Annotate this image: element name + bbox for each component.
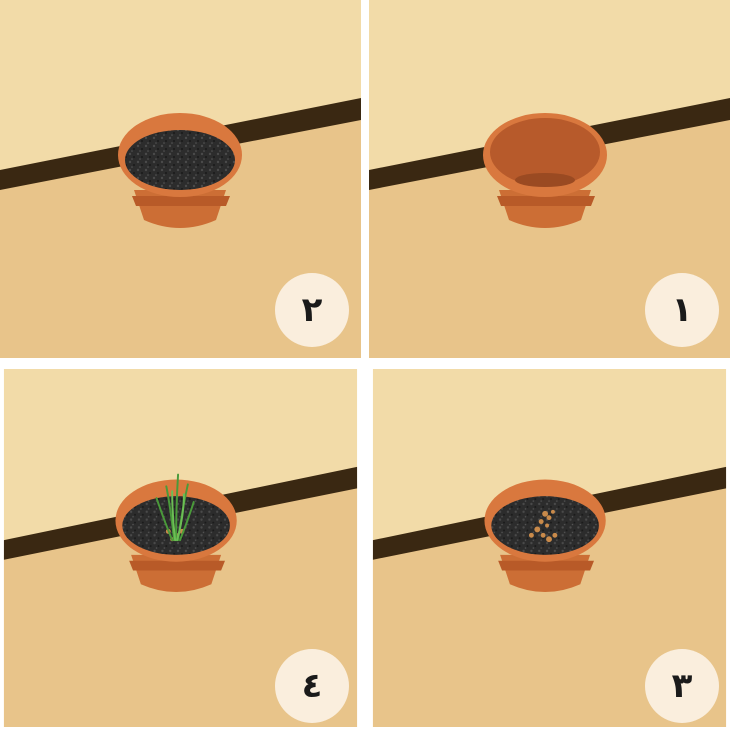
step-3-panel: ٣: [369, 369, 730, 727]
pot-icon: [484, 479, 606, 593]
step-4-panel: ٤: [0, 369, 361, 727]
step-number-badge: ٣: [645, 649, 719, 723]
step-number-badge: ٢: [275, 273, 349, 347]
seeds-icon: [528, 509, 558, 543]
sprout-icon: [155, 473, 195, 542]
soil: [125, 130, 235, 190]
empty-pot-scene: [369, 0, 730, 358]
pot-icon: [118, 113, 242, 228]
step-2-panel: ٢: [0, 0, 361, 358]
soil-with-seeds-scene: [372, 369, 727, 727]
step-number-badge: ١: [645, 273, 719, 347]
step-number-badge: ٤: [275, 649, 349, 723]
pot-with-soil-scene: [0, 0, 361, 358]
pot-icon: [483, 113, 607, 228]
step-1-panel: ١: [369, 0, 730, 358]
